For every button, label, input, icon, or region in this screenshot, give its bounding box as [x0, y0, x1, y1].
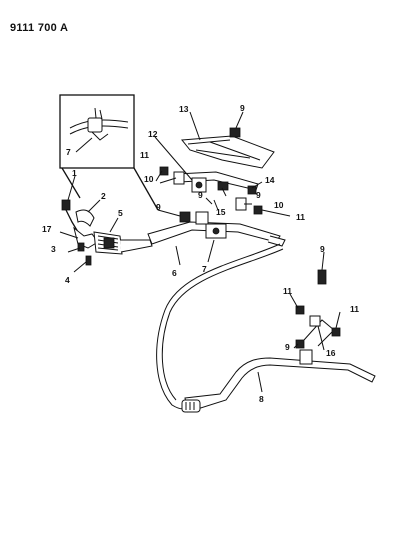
callout-17: 17	[42, 224, 52, 234]
callout-11-right: 11	[296, 212, 305, 222]
callout-5: 5	[118, 208, 123, 218]
callout-15: 15	[216, 207, 226, 217]
callout-9-center: 9	[198, 190, 203, 200]
callout-1: 1	[72, 168, 77, 178]
resonator-tailpipe	[181, 269, 376, 413]
callout-9-right: 9	[256, 190, 261, 200]
callout-8: 8	[259, 394, 264, 404]
leader-lines	[59, 111, 341, 393]
inset-detail-box	[59, 94, 159, 211]
callout-12: 12	[148, 129, 158, 139]
callout-14: 14	[265, 175, 275, 185]
intermediate-pipe	[156, 243, 284, 410]
muffler-section	[147, 211, 286, 247]
crossmember-bracket	[159, 166, 263, 215]
callout-11-upper-left: 11	[140, 150, 149, 160]
callout-9-heat-shield: 9	[240, 103, 245, 113]
callout-7-inset: 7	[66, 147, 71, 157]
manifold-and-front-pipe	[61, 199, 153, 266]
callout-labels: 1 2 3 4 5 6 7 7 8 9 9 9 9 9 9 10 10 11 1…	[42, 103, 359, 404]
callout-10-right: 10	[274, 200, 284, 210]
drawing-code: 9111 700 A	[10, 22, 69, 34]
callout-7: 7	[202, 264, 207, 274]
callout-13: 13	[179, 104, 189, 114]
callout-11-rear-left: 11	[283, 286, 292, 296]
heat-shield	[181, 127, 275, 169]
callout-6: 6	[172, 268, 177, 278]
callout-9-left: 9	[156, 202, 161, 212]
callout-11-rear-right: 11	[350, 304, 359, 314]
callout-10-left: 10	[144, 174, 154, 184]
callout-9-rear-lower: 9	[285, 342, 290, 352]
callout-4: 4	[65, 275, 70, 285]
callout-3: 3	[51, 244, 56, 254]
callout-16: 16	[326, 348, 336, 358]
callout-2: 2	[101, 191, 106, 201]
callout-9-rear-upper: 9	[320, 244, 325, 254]
